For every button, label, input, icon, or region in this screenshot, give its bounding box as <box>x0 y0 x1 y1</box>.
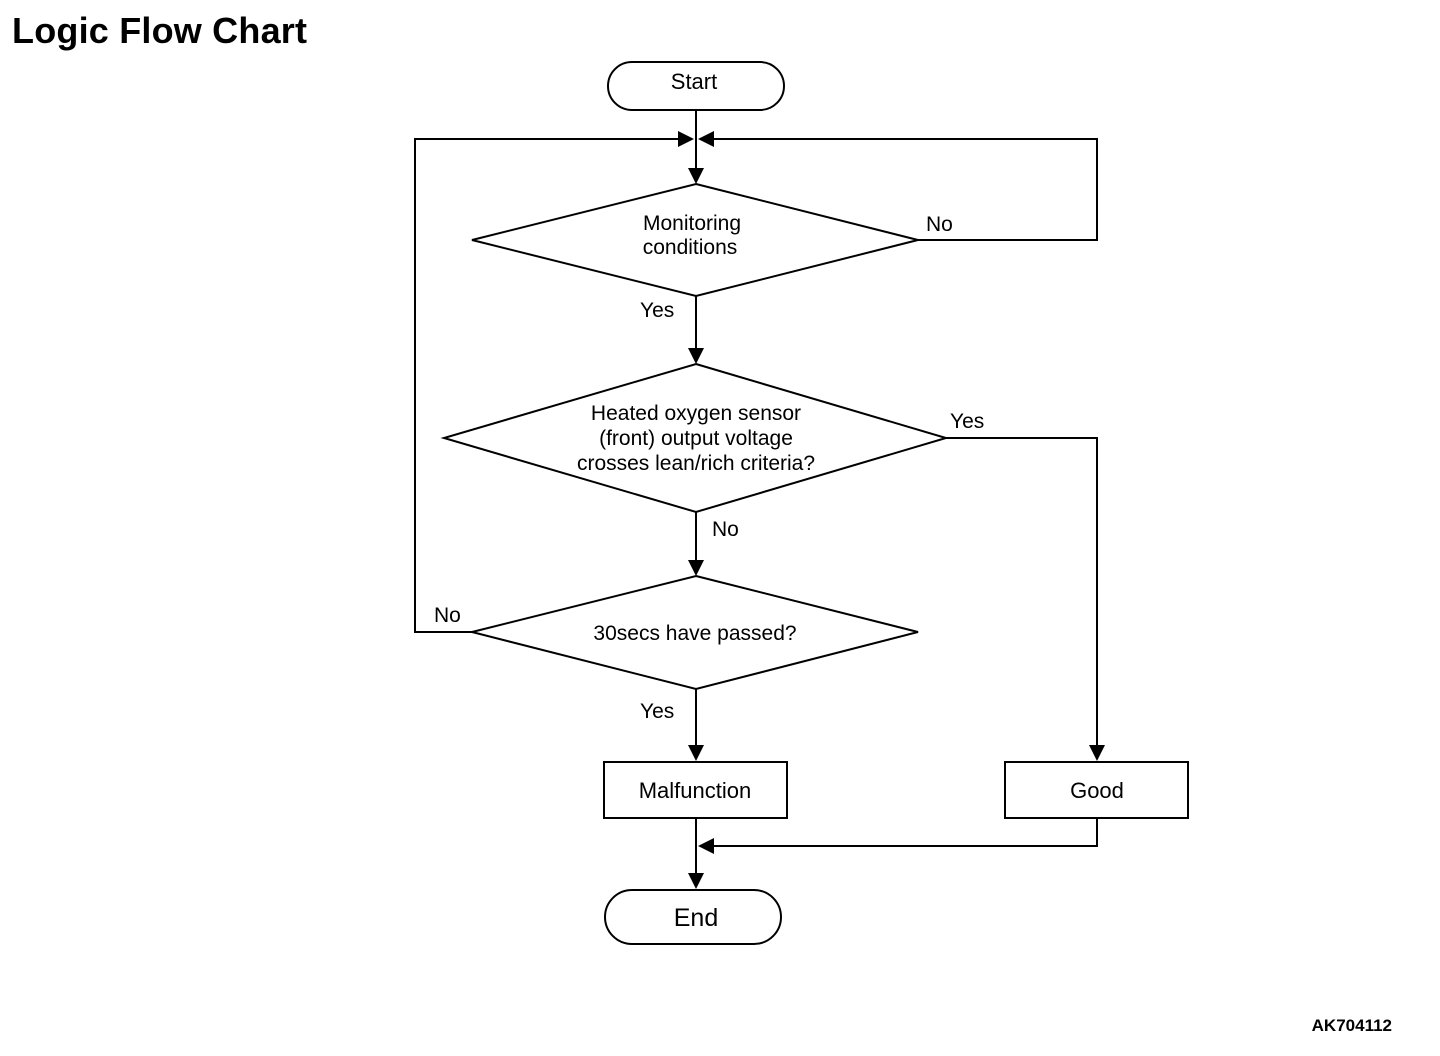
arrow-heads <box>678 131 1105 889</box>
start-terminal: Start <box>607 61 785 111</box>
arrow-right-into-merge <box>678 131 694 147</box>
end-label: End <box>674 904 718 932</box>
sensor-no-label: No <box>712 518 739 541</box>
arrow-left-into-merge <box>698 131 714 147</box>
malfunction-box: Malfunction <box>603 761 788 819</box>
branch-labels: No Yes Yes No No Yes <box>434 213 984 723</box>
monitoring-yes-label: Yes <box>640 299 674 322</box>
good-box: Good <box>1004 761 1189 819</box>
connector-sensor-yes-to-good <box>946 437 1098 747</box>
timer-decision: 30secs have passed? <box>471 574 919 691</box>
good-label: Good <box>1070 778 1124 803</box>
sensor-label-line1: Heated oxygen sensor <box>591 402 801 425</box>
sensor-label-line2: (front) output voltage <box>599 427 793 450</box>
monitoring-label-line2: conditions <box>643 236 738 259</box>
start-label: Start <box>671 69 717 94</box>
malfunction-label: Malfunction <box>639 778 752 803</box>
arrow-down-to-good <box>1089 745 1105 761</box>
timer-yes-label: Yes <box>640 700 674 723</box>
monitoring-conditions-decision: Monitoring conditions <box>471 182 919 298</box>
page-title: Logic Flow Chart <box>12 10 308 51</box>
arrow-left-into-end-line <box>698 838 714 854</box>
connectors <box>414 110 1098 875</box>
arrow-down-to-timer <box>688 560 704 576</box>
connector-good-to-end <box>712 818 1098 847</box>
arrow-down-to-malfunction <box>688 745 704 761</box>
monitoring-label-line1: Monitoring <box>643 212 741 235</box>
connector-monitoring-no-loop <box>712 138 1098 241</box>
timer-no-label: No <box>434 604 461 627</box>
end-terminal: End <box>604 889 782 945</box>
figure-id: AK704112 <box>1311 1016 1392 1035</box>
arrow-down-to-monitoring <box>688 168 704 184</box>
connector-timer-no-loop <box>414 138 680 633</box>
sensor-voltage-decision: Heated oxygen sensor (front) output volt… <box>440 362 950 514</box>
arrow-down-to-sensor <box>688 348 704 364</box>
timer-label: 30secs have passed? <box>593 622 796 645</box>
sensor-label-line3: crosses lean/rich criteria? <box>577 452 815 475</box>
monitoring-no-label: No <box>926 213 953 236</box>
sensor-yes-label: Yes <box>950 410 984 433</box>
arrow-down-to-end <box>688 873 704 889</box>
